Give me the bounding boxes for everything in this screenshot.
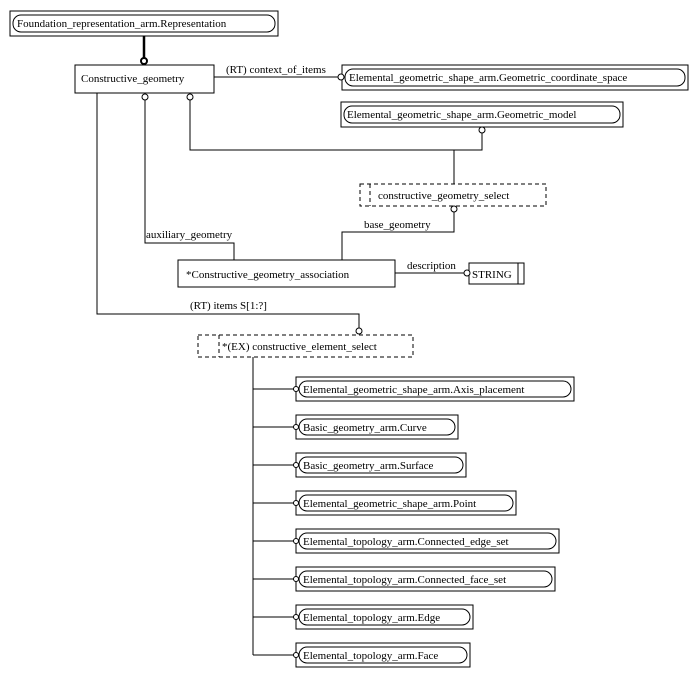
branch-connected-face-set-circle	[293, 576, 299, 582]
constructive-geometry-entity	[74, 64, 215, 94]
geometric-model-circle	[478, 126, 486, 134]
description-label: description	[407, 260, 456, 272]
element-select-label: *(EX) constructive_element_select	[222, 341, 377, 353]
surface-label: Basic_geometry_arm.Surface	[303, 460, 434, 472]
curve-label: Basic_geometry_arm.Curve	[303, 422, 427, 434]
face-label: Elemental_topology_arm.Face	[303, 650, 438, 662]
edge-label: Elemental_topology_arm.Edge	[303, 612, 440, 624]
auxiliary-geometry-line	[144, 100, 235, 260]
branch-edge-circle	[293, 614, 299, 620]
branch-curve-circle	[293, 424, 299, 430]
string-label: STRING	[472, 269, 512, 281]
branch-face-circle	[293, 652, 299, 658]
base-geometry-circle	[450, 205, 458, 213]
point-label: Elemental_geometric_shape_arm.Point	[303, 498, 476, 510]
association-label: *Constructive_geometry_association	[186, 269, 350, 281]
subtype-circle	[140, 57, 148, 65]
constructive-geometry-label: Constructive_geometry	[81, 73, 185, 85]
description-circle	[463, 269, 471, 277]
branch-connected-edge-set-circle	[293, 538, 299, 544]
connected-edge-set-label: Elemental_topology_arm.Connected_edge_se…	[303, 536, 509, 548]
connected-face-set-label: Elemental_topology_arm.Connected_face_se…	[303, 574, 506, 586]
element-select-box	[197, 334, 414, 358]
base-geometry-line	[341, 212, 455, 260]
foundation-label: Foundation_representation_arm.Representa…	[17, 18, 227, 30]
constructive-geometry-select-label: constructive_geometry_select	[378, 190, 509, 202]
constructive-geometry-select-circle	[186, 93, 194, 101]
items-line	[96, 93, 360, 329]
context-of-items-label: (RT) context_of_items	[226, 64, 326, 76]
auxiliary-geometry-circle	[141, 93, 149, 101]
coordinate-space-label: Elemental_geometric_shape_arm.Geometric_…	[349, 72, 627, 84]
auxiliary-geometry-label: auxiliary_geometry	[146, 229, 233, 241]
geometric-model-select-line	[189, 100, 483, 151]
branch-point-circle	[293, 500, 299, 506]
branch-surface-circle	[293, 462, 299, 468]
base-geometry-label: base_geometry	[364, 219, 431, 231]
items-circle	[355, 327, 363, 335]
axis-placement-label: Elemental_geometric_shape_arm.Axis_place…	[303, 384, 524, 396]
branch-axis-placement-circle	[293, 386, 299, 392]
context-of-items-circle	[337, 73, 345, 81]
items-label: (RT) items S[1:?]	[190, 300, 267, 312]
geometric-model-label: Elemental_geometric_shape_arm.Geometric_…	[347, 109, 576, 121]
